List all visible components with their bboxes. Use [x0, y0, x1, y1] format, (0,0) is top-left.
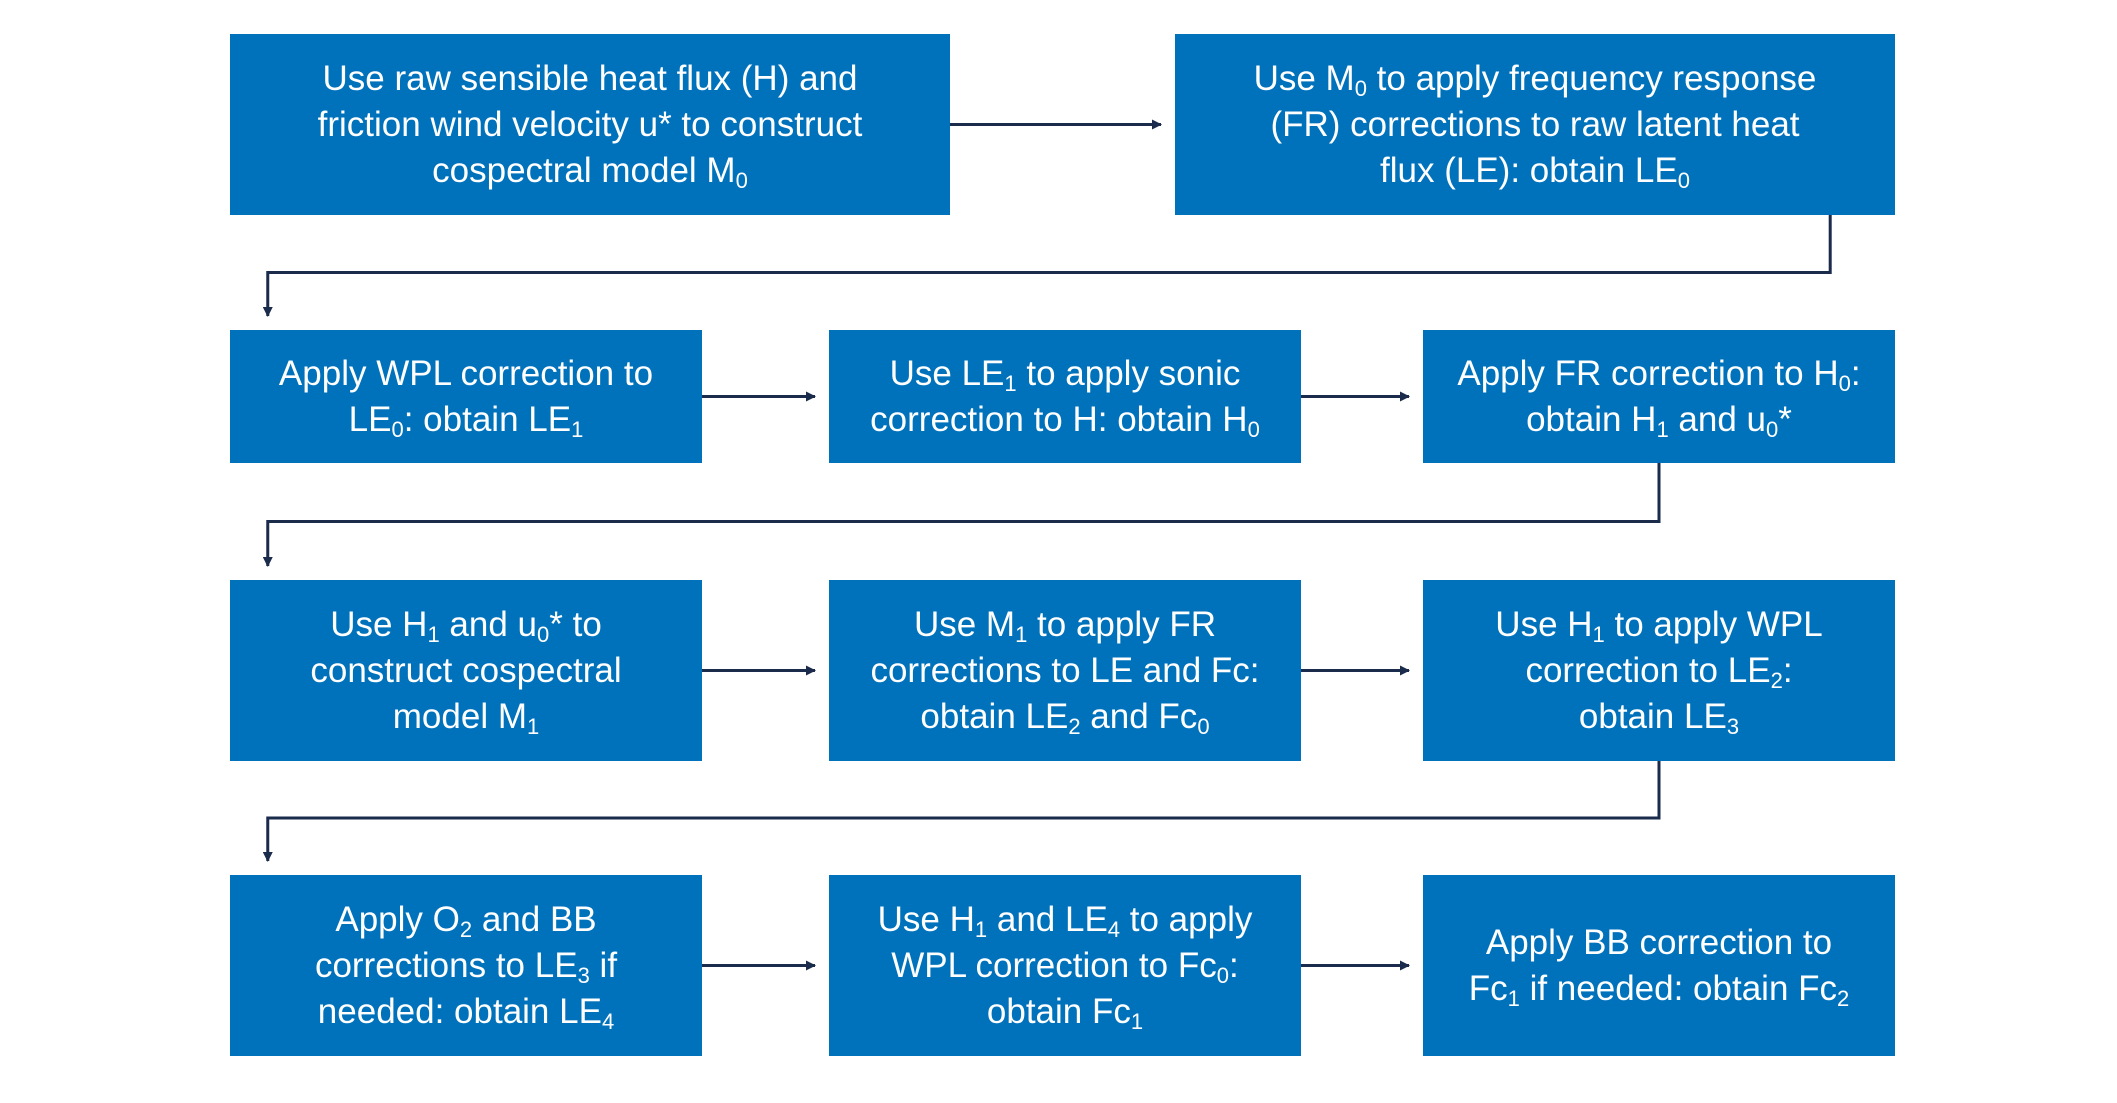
step-text: Apply FR correction to H0:obtain H1 and … [1457, 353, 1861, 442]
connector-arrow [262, 463, 1661, 567]
step-box-apply-fr-correction-h0: Apply FR correction to H0:obtain H1 and … [1423, 330, 1895, 463]
connector-arrow [262, 761, 1661, 862]
step-box-apply-fr-corrections-le: Use M0 to apply frequency response(FR) c… [1175, 34, 1895, 215]
connector-arrow [262, 215, 1832, 317]
step-text: Use M0 to apply frequency response(FR) c… [1253, 58, 1817, 193]
